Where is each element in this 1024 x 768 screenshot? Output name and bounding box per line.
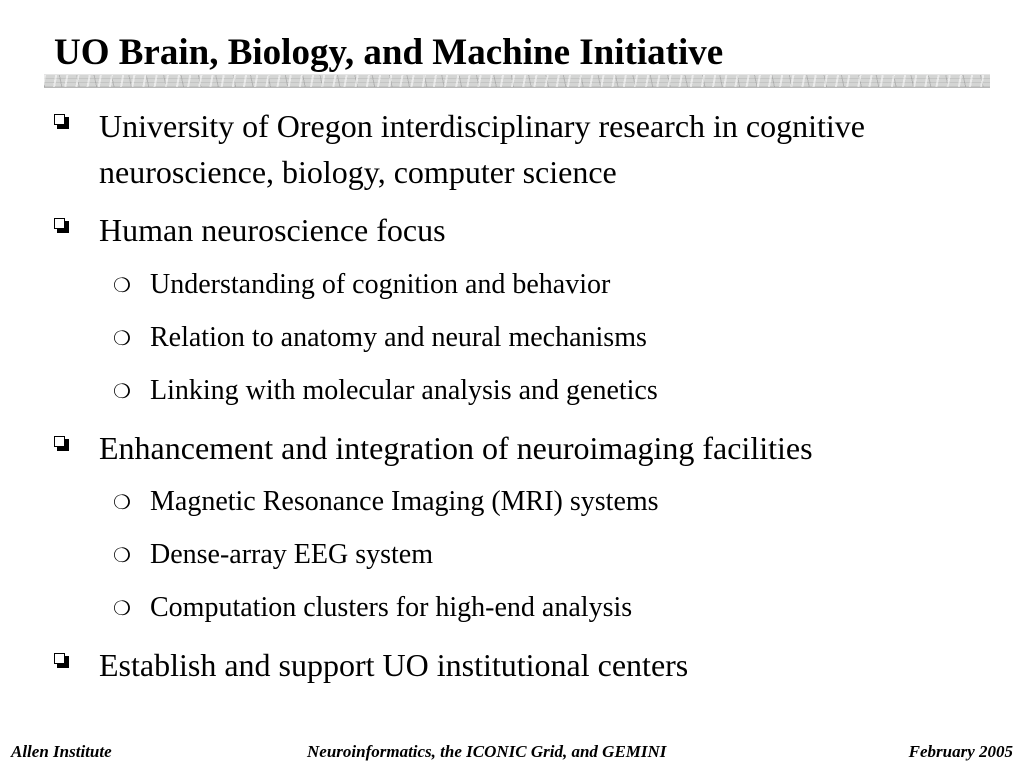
square-bullet-icon	[54, 436, 69, 451]
sub-bullet-text: Linking with molecular analysis and gene…	[150, 375, 658, 406]
footer-date: February 2005	[908, 742, 1013, 761]
title-divider	[44, 74, 990, 88]
bullet-text: Establish and support UO institutional c…	[99, 647, 689, 683]
footer-presentation-title: Neuroinformatics, the ICONIC Grid, and G…	[307, 742, 667, 761]
square-bullet-icon	[54, 114, 69, 129]
square-bullet-icon	[54, 218, 69, 233]
bullet-list: University of Oregon interdisciplinary r…	[54, 108, 865, 683]
sub-bullet-text: Dense-array EEG system	[150, 539, 434, 570]
circle-bullet-icon: ❍	[113, 328, 131, 350]
circle-bullet-icon: ❍	[113, 598, 131, 620]
sub-bullet-text: Relation to anatomy and neural mechanism…	[150, 322, 647, 353]
square-bullet-icon	[54, 653, 69, 668]
circle-bullet-icon: ❍	[113, 492, 131, 514]
circle-bullet-icon: ❍	[113, 545, 131, 567]
circle-bullet-icon: ❍	[113, 381, 131, 403]
bullet-text: Human neuroscience focus	[99, 212, 446, 248]
sub-bullet-text: Computation clusters for high-end analys…	[150, 592, 633, 623]
bullet-text: University of Oregon interdisciplinary r…	[99, 108, 865, 190]
slide-title: UO Brain, Biology, and Machine Initiativ…	[54, 32, 724, 73]
circle-bullet-icon: ❍	[113, 275, 131, 297]
sub-bullet-text: Understanding of cognition and behavior	[150, 269, 611, 300]
bullet-text: Enhancement and integration of neuroimag…	[99, 430, 813, 466]
footer-organization: Allen Institute	[11, 742, 112, 761]
sub-bullet-text: Magnetic Resonance Imaging (MRI) systems	[150, 486, 659, 517]
